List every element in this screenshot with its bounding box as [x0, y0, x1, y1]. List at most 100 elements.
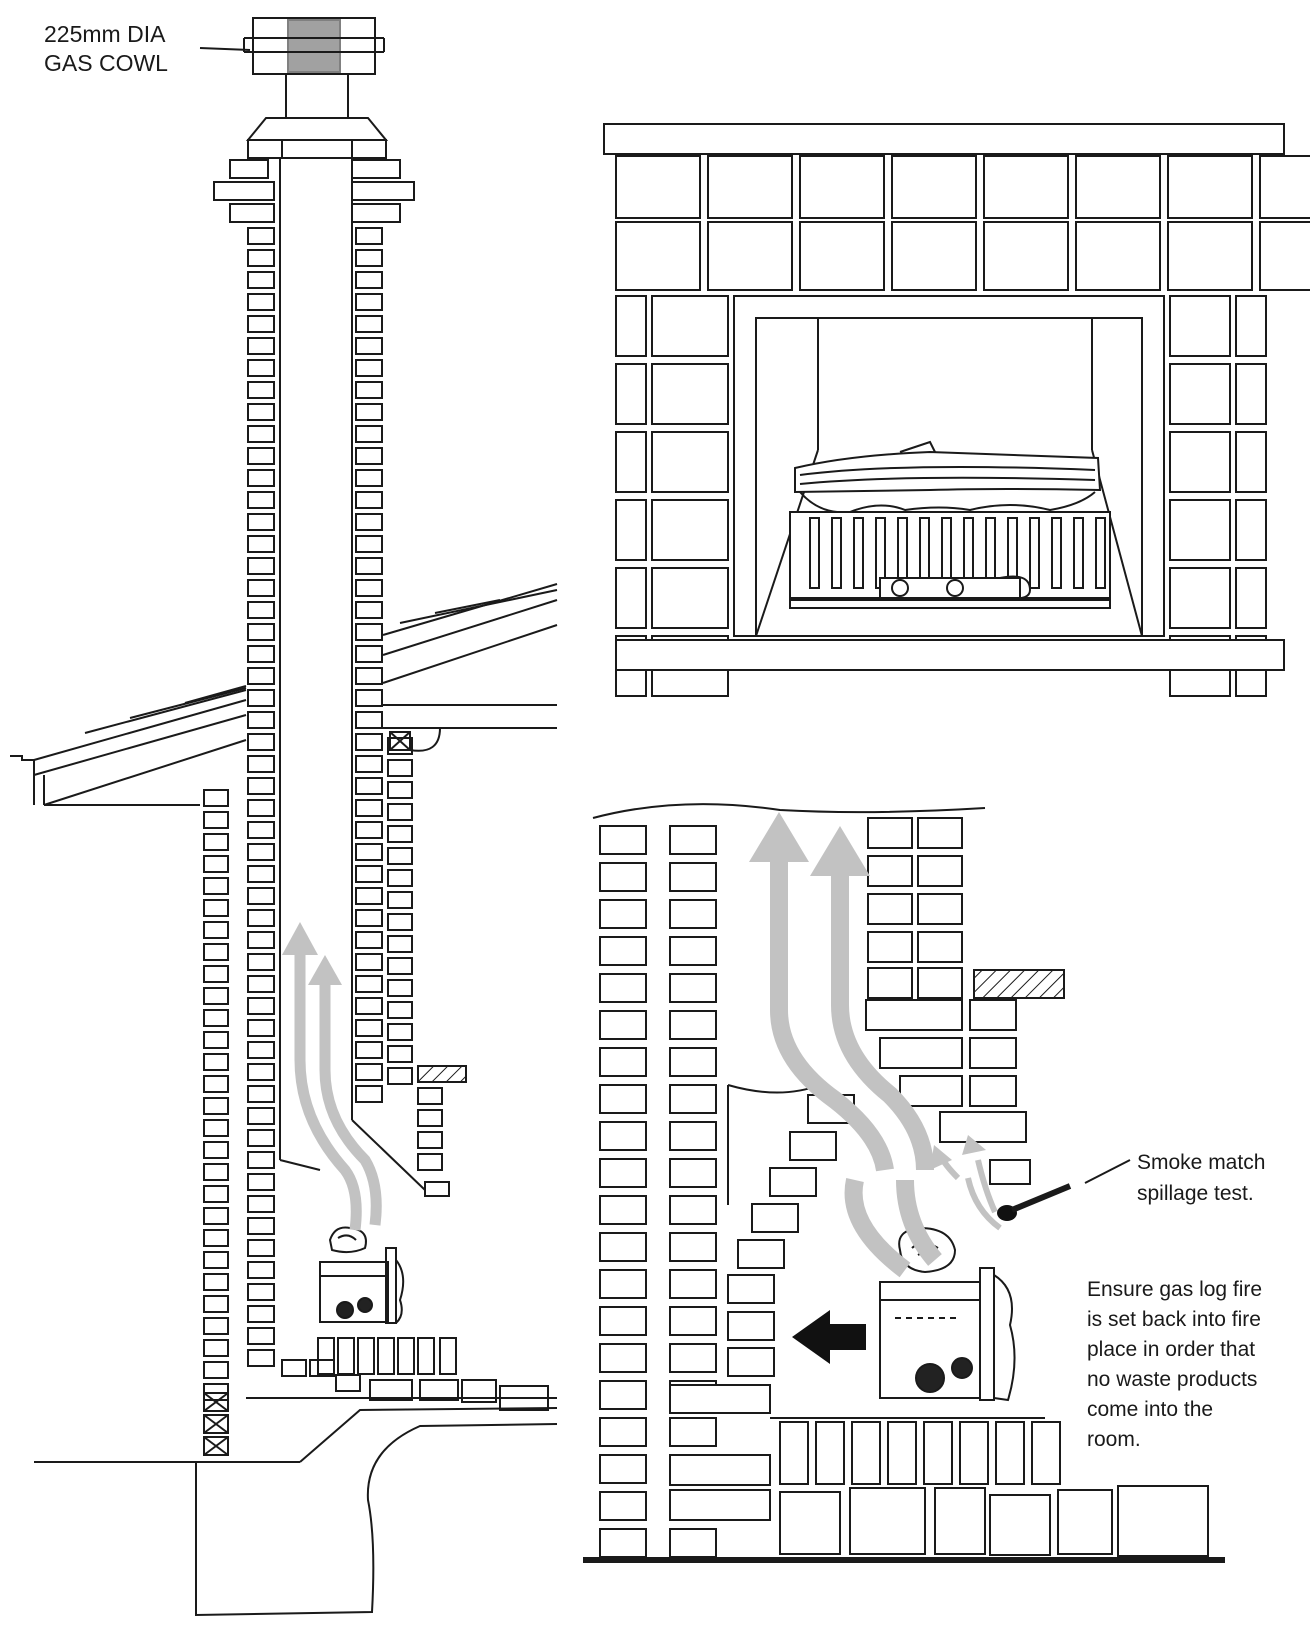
- chimney-brick: [387, 1067, 413, 1085]
- surround-stone: [707, 155, 793, 219]
- outer-wall-brick: [203, 1273, 229, 1291]
- arch-brick: [789, 1131, 837, 1161]
- outer-wall-brick: [203, 1317, 229, 1335]
- closeup-brick: [599, 1047, 647, 1077]
- closeup-brick: [969, 1075, 1017, 1107]
- chimney-brick: [247, 315, 275, 333]
- surround-stone: [615, 431, 647, 493]
- surround-stone: [615, 363, 647, 425]
- chimney-brickwork: [203, 159, 443, 1401]
- corbel-brick: [351, 181, 415, 201]
- hearth-brick: [851, 1421, 881, 1485]
- surround-stone: [1259, 155, 1310, 219]
- setback-note-line: is set back into fire: [1087, 1308, 1261, 1331]
- chimney-brick: [247, 249, 275, 267]
- closeup-brick: [599, 1158, 647, 1188]
- chimney-brick: [387, 759, 413, 777]
- closeup-brick: [917, 817, 963, 849]
- chimney-brick: [387, 891, 413, 909]
- closeup-brick: [669, 1454, 771, 1486]
- setback-note-line: Ensure gas log fire: [1087, 1278, 1263, 1301]
- closeup-brick: [899, 1075, 963, 1107]
- hearth-brick: [959, 1421, 989, 1485]
- closeup-brick: [599, 1343, 647, 1373]
- closeup-brick: [669, 1269, 717, 1299]
- closeup-brick: [599, 1491, 647, 1521]
- chimney-brick: [247, 535, 275, 553]
- chimney-brick: [247, 601, 275, 619]
- chimney-brick: [247, 755, 275, 773]
- corbel-brick: [229, 203, 275, 223]
- grate-bar: [1029, 517, 1040, 589]
- closeup-brick: [727, 1274, 775, 1304]
- chimney-brick: [355, 513, 383, 531]
- outer-wall-brick: [203, 1251, 229, 1269]
- chimney-brick: [355, 293, 383, 311]
- chimney-brick: [247, 447, 275, 465]
- hearth-stone: [1057, 1489, 1113, 1555]
- left-arrow-heads: [282, 922, 342, 985]
- grate-bar: [1051, 517, 1062, 589]
- closeup-brick: [669, 899, 717, 929]
- closeup-brick: [669, 825, 717, 855]
- chimney-brick: [387, 847, 413, 865]
- chimney-brick: [247, 359, 275, 377]
- chimney-brick: [355, 733, 383, 751]
- closeup-brick: [867, 817, 913, 849]
- surround-stone: [1235, 295, 1267, 357]
- chimney-brick: [247, 1085, 275, 1103]
- chimney-brick: [355, 491, 383, 509]
- chimney-brick: [247, 821, 275, 839]
- closeup-brick: [669, 973, 717, 1003]
- smoke-match-label: Smoke match spillage test.: [1137, 1147, 1265, 1209]
- closeup-brick: [669, 1343, 717, 1373]
- hearth-stone: [989, 1494, 1051, 1556]
- closeup-brick: [669, 1195, 717, 1225]
- closeup-brick: [969, 999, 1017, 1031]
- grate-bar: [831, 517, 842, 589]
- outer-wall-brick: [203, 877, 229, 895]
- closeup-brick: [669, 1384, 771, 1414]
- closeup-brick: [867, 893, 913, 925]
- chimney-brick: [247, 645, 275, 663]
- closeup-brick: [879, 1037, 963, 1069]
- fire-grate: [809, 517, 1106, 589]
- chimney-brick: [247, 1349, 275, 1367]
- chimney-brick: [417, 1153, 443, 1171]
- chimney-brick: [247, 865, 275, 883]
- surround-stone: [1169, 567, 1231, 629]
- hearth-brick: [335, 1374, 361, 1392]
- chimney-brick: [355, 557, 383, 575]
- closeup-brick: [917, 855, 963, 887]
- chimney-brick: [355, 799, 383, 817]
- chimney-brick: [355, 865, 383, 883]
- foundation: [34, 1397, 558, 1617]
- outer-wall-vents: [203, 1392, 229, 1456]
- surround-stone: [615, 567, 647, 629]
- closeup-brick: [599, 1010, 647, 1040]
- surround-stone: [1169, 363, 1231, 425]
- chimney-brick: [355, 931, 383, 949]
- hearth-brick: [923, 1421, 953, 1485]
- surround-stone: [1169, 295, 1231, 357]
- chimney-brick: [355, 469, 383, 487]
- outer-wall-brick: [203, 965, 229, 983]
- chimney-brick: [247, 337, 275, 355]
- outer-wall-brick: [203, 1075, 229, 1093]
- hearth-stone: [849, 1487, 926, 1555]
- surround-stone: [615, 295, 647, 357]
- outer-wall-brick: [203, 1119, 229, 1137]
- chimney-brick: [247, 1283, 275, 1301]
- cowl-label-line: 225mm DIA: [44, 21, 166, 47]
- closeup-brick: [669, 1010, 717, 1040]
- chimney-brick: [247, 491, 275, 509]
- chimney-brick: [387, 825, 413, 843]
- chimney-brick: [355, 821, 383, 839]
- chimney-brick: [247, 469, 275, 487]
- grate-bar: [1073, 517, 1084, 589]
- chimney-brick: [247, 843, 275, 861]
- hearth-brick: [995, 1421, 1025, 1485]
- surround-stone: [799, 221, 885, 291]
- chimney-brick: [417, 1087, 443, 1105]
- chimney-brick: [247, 1063, 275, 1081]
